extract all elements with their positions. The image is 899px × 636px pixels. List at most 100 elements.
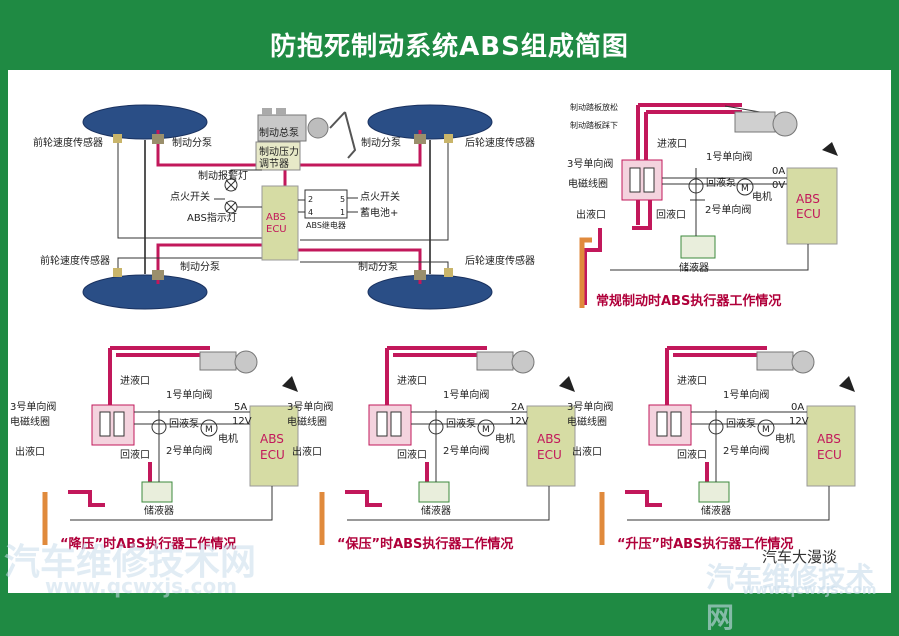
abs-ecu-top [786,167,838,245]
ecu-top-label-2: ECU [796,207,821,221]
pedal-press-label: 制动踏板踩下 [570,120,618,130]
valve3-label: 3号单向阀 [287,400,333,413]
brake-cyl-right-top-label: 制动分泵 [361,136,401,149]
outlet-label-top: 出液口 [576,208,606,221]
valve2-label-top: 2号单向阀 [705,203,751,216]
inlet-label: 进液口 [677,374,707,387]
valve-block [648,404,692,446]
motor-label-top: 电机 [752,190,772,203]
return-port-label: 回液口 [120,448,150,461]
ecu-label-1: ABS [260,432,284,446]
brake-pedal [329,111,357,159]
coil-label: 电磁线圈 [567,415,607,428]
abs-ecu [249,405,299,487]
outlet-label: 出液口 [292,445,322,458]
ecu-overview-label-2: ECU [266,224,287,235]
battery-label: 蓄电池+ [360,206,398,219]
brake-pedal [839,376,855,392]
system-labels: 前轮速度传感器 制动分泵 制动总泵 制动压力 调节器 制动分泵 后轮速度传感器 … [33,126,535,273]
valve1-label: 1号单向阀 [166,388,212,401]
motor-label: 电机 [218,432,238,445]
rear-sensor-right-top-label: 后轮速度传感器 [465,136,535,149]
voltage-label: 12V [509,416,529,427]
brake-cyl-right-bottom-label: 制动分泵 [358,260,398,273]
outlet-label: 出液口 [572,445,602,458]
reservoir-top [680,235,716,259]
front-sensor-left-bottom [113,268,122,277]
ecu-overview-label-1: ABS [266,212,286,223]
ignition-right-label: 点火开关 [360,190,400,203]
abs-ecu [526,405,576,487]
return-port-label: 回液口 [677,448,707,461]
motor-symbol: M [205,425,213,435]
reservoir-label: 储液器 [421,504,451,517]
front-sensor-left-top [113,134,122,143]
rear-right-wheel-top [367,104,493,140]
rear-sensor-right-bottom [444,268,453,277]
valve1-label: 1号单向阀 [723,388,769,401]
ecu-label-1: ABS [817,432,841,446]
normal-braking-panel: 制动踏板放松 制动踏板踩下 进液口 3号单向阀 1号单向阀 电磁线圈 回液泵 出… [567,102,838,309]
inlet-label: 进液口 [120,374,150,387]
brake-line-network [156,130,422,284]
brake-cyl-left-bottom-label: 制动分泵 [180,260,220,273]
return-port-label: 回液口 [397,448,427,461]
front-sensor-left-bottom-label: 前轮速度传感器 [40,254,110,267]
rear-sensor-right-top [444,134,453,143]
valve1-label: 1号单向阀 [443,388,489,401]
diagram-canvas: 前轮速度传感器 制动分泵 制动总泵 制动压力 调节器 制动分泵 后轮速度传感器 … [10,102,856,552]
relay-pin-2: 2 [308,195,313,204]
reservoir [141,481,173,503]
master-cylinder-top [734,111,776,133]
valve3-label: 3号单向阀 [10,400,56,413]
ecu-top-label-1: ABS [796,192,820,206]
motor-symbol: M [762,425,770,435]
valve2-label: 2号单向阀 [166,444,212,457]
diagram-panel [8,70,891,593]
motor-symbol-top: M [741,184,749,194]
current-label: 5A [234,402,247,413]
master-cylinder [476,351,514,371]
master-cylinder-label: 制动总泵 [259,126,299,139]
return-port-label-top: 回液口 [656,208,686,221]
brake-cyl-left-top-label: 制动分泵 [172,136,212,149]
reservoir-label: 储液器 [701,504,731,517]
motor-label: 电机 [495,432,515,445]
voltage-label-top: 0V [772,180,785,191]
current-label-top: 0A [772,166,785,177]
diagram-frame: 防抱死制动系统ABS组成简图 [4,32,891,634]
valve2-label: 2号单向阀 [443,444,489,457]
return-pump-label: 回液泵 [169,417,199,430]
valve2-label: 2号单向阀 [723,444,769,457]
pedal-top [822,142,838,156]
master-cylinder [199,351,237,371]
valve-block [368,404,412,446]
coil-label-top: 电磁线圈 [568,177,608,190]
valve-block-top [621,159,663,201]
state-caption: “保压”时ABS执行器工作情况 [337,536,513,552]
valve3-label-top: 3号单向阀 [567,157,613,170]
current-label: 2A [511,402,524,413]
coil-label: 电磁线圈 [287,415,327,428]
valve3-label: 3号单向阀 [567,400,613,413]
voltage-label: 12V [232,416,252,427]
rear-sensor-right-bottom-label: 后轮速度传感器 [465,254,535,267]
outlet-label: 出液口 [15,445,45,458]
master-cylinder [756,351,794,371]
pedal-release-label: 制动踏板放松 [570,102,618,112]
state-caption: “升压”时ABS执行器工作情况 [617,536,793,552]
valve1-label-top: 1号单向阀 [706,150,752,163]
abs-indicator-label: ABS指示灯 [187,211,237,224]
ecu-label-2: ECU [537,448,562,462]
return-pump-label: 回液泵 [726,417,756,430]
state-caption: “降压”时ABS执行器工作情况 [60,536,236,552]
valve-block [91,404,135,446]
current-label: 0A [791,402,804,413]
rear-right-wheel-bottom [367,274,493,310]
motor-symbol: M [482,425,490,435]
abs-ecu [806,405,856,487]
normal-braking-caption: 常规制动时ABS执行器工作情况 [596,293,781,309]
ecu-label-2: ECU [260,448,285,462]
